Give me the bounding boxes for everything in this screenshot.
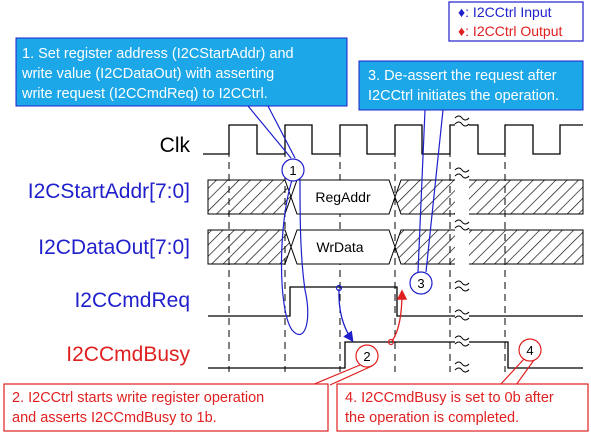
cmd-req-waveform bbox=[208, 286, 583, 317]
signal-cmd-busy-label: I2CCmdBusy bbox=[66, 343, 190, 366]
legend: ♦: I2CCtrl Input ♦: I2CCtrl Output bbox=[448, 1, 584, 42]
callout-1-line1: 1. Set register address (I2CStartAddr) a… bbox=[22, 46, 294, 62]
legend-input-label: ♦: I2CCtrl Input bbox=[458, 4, 552, 20]
callout-2-line2: and asserts I2CCmdBusy to 1b. bbox=[12, 410, 217, 426]
data-out-value: WrData bbox=[316, 239, 363, 255]
start-addr-value: RegAddr bbox=[315, 189, 371, 205]
signal-clk-label: Clk bbox=[160, 134, 191, 157]
marker-4: 4 bbox=[518, 338, 542, 362]
callout-2: 2. I2CCtrl starts write register operati… bbox=[3, 383, 329, 432]
callout-2-pointer bbox=[311, 364, 373, 386]
callout-3: 3. De-assert the request after I2CCtrl i… bbox=[358, 60, 584, 111]
data-out-bus: WrData bbox=[207, 229, 584, 265]
callout-3-line1: 3. De-assert the request after bbox=[368, 68, 557, 84]
legend-output-label: ♦: I2CCtrl Output bbox=[458, 23, 563, 39]
cmd-busy-waveform bbox=[208, 341, 583, 369]
request-loop bbox=[280, 179, 309, 336]
marker-2-label: 2 bbox=[363, 349, 370, 364]
callout-4-line1: 4. I2CCmdBusy is set to 0b after bbox=[345, 390, 554, 406]
signal-data-out-label: I2CDataOut[7:0] bbox=[38, 236, 190, 259]
signal-cmd-req-label: I2CCmdReq bbox=[74, 289, 190, 312]
marker-4-label: 4 bbox=[526, 343, 533, 358]
time-break bbox=[454, 115, 470, 377]
callout-1-line3: write request (I2CCmdReq) to I2CCtrl. bbox=[21, 86, 268, 102]
marker-2: 2 bbox=[355, 344, 379, 368]
req-to-busy-arrow bbox=[338, 288, 354, 343]
callout-2-line1: 2. I2CCtrl starts write register operati… bbox=[12, 390, 264, 406]
marker-3-label: 3 bbox=[417, 276, 424, 291]
callout-3-pointer bbox=[417, 109, 444, 273]
callout-1-line2: write value (I2CDataOut) with asserting bbox=[21, 66, 274, 82]
callout-1-pointer bbox=[247, 105, 296, 159]
marker-1: 1 bbox=[281, 158, 305, 182]
callout-3-line2: I2CCtrl initiates the operation. bbox=[368, 88, 559, 104]
callout-1: 1. Set register address (I2CStartAddr) a… bbox=[15, 37, 348, 107]
callout-4: 4. I2CCmdBusy is set to 0b after the ope… bbox=[336, 383, 589, 432]
callout-4-line2: the operation is completed. bbox=[345, 410, 519, 426]
signal-start-addr-label: I2CStartAddr[7:0] bbox=[28, 180, 190, 203]
marker-1-label: 1 bbox=[289, 163, 296, 178]
start-addr-bus: RegAddr bbox=[207, 179, 584, 215]
busy-to-req-arrow bbox=[391, 289, 408, 342]
callout-4-pointer bbox=[499, 358, 535, 386]
clk-waveform bbox=[203, 124, 583, 155]
marker-3: 3 bbox=[409, 271, 433, 295]
